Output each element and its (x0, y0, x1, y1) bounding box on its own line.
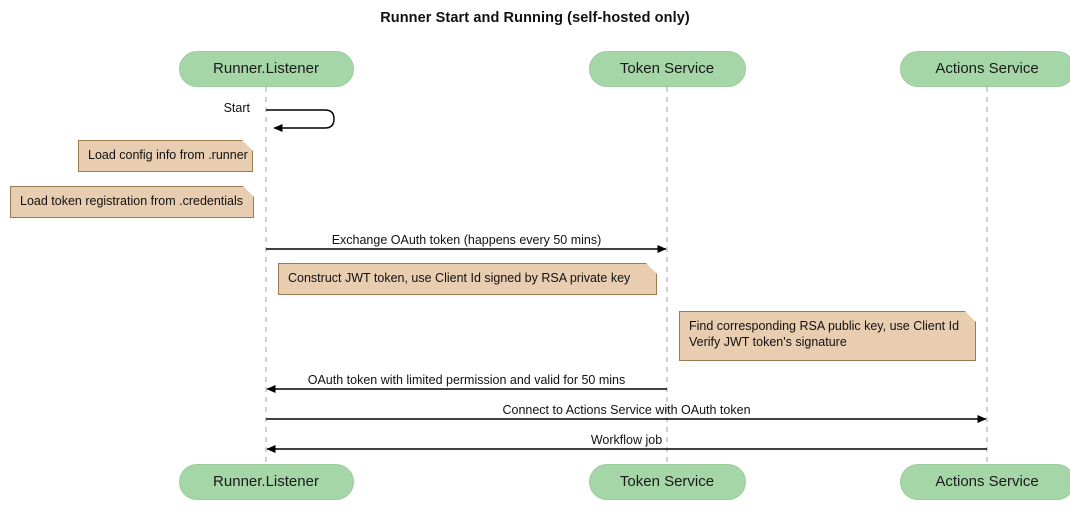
note-text: Construct JWT token, use Client Id signe… (288, 271, 631, 285)
participant-top-runner[interactable]: Runner.Listener (178, 51, 354, 87)
note-n2: Load token registration from .credential… (10, 186, 254, 218)
note-fold-edge-icon (964, 311, 976, 323)
note-fold-edge-icon (241, 140, 253, 152)
participant-bottom-token[interactable]: Token Service (588, 464, 746, 500)
diagram-title: Runner Start and Running (self-hosted on… (380, 10, 690, 26)
note-fold-edge-icon (645, 263, 657, 275)
note-text: Load config info from .runner (88, 148, 248, 162)
message-label-m3: OAuth token with limited permission and … (307, 373, 626, 387)
note-text: Load token registration from .credential… (20, 194, 244, 208)
message-label-m2: Exchange OAuth token (happens every 50 m… (331, 233, 602, 247)
participant-label: Token Service (619, 60, 715, 77)
message-label-m1: Start (223, 101, 250, 115)
participant-label: Runner.Listener (213, 473, 319, 490)
participant-label: Actions Service (935, 60, 1039, 77)
participant-bottom-runner[interactable]: Runner.Listener (178, 464, 354, 500)
participant-label: Runner.Listener (213, 60, 319, 77)
message-arrow-m1 (266, 109, 335, 132)
participant-bottom-actions[interactable]: Actions Service (899, 464, 1070, 500)
participant-label: Token Service (619, 473, 715, 490)
note-text: Find corresponding RSA public key, use C… (689, 319, 960, 349)
message-label-m5: Workflow job (590, 433, 663, 447)
message-label-m4: Connect to Actions Service with OAuth to… (502, 403, 751, 417)
participant-top-token[interactable]: Token Service (588, 51, 746, 87)
participant-top-actions[interactable]: Actions Service (899, 51, 1070, 87)
note-n3: Construct JWT token, use Client Id signe… (278, 263, 657, 295)
participant-label: Actions Service (935, 473, 1039, 490)
note-n4: Find corresponding RSA public key, use C… (679, 311, 976, 361)
note-n1: Load config info from .runner (78, 140, 253, 172)
note-fold-edge-icon (242, 186, 254, 198)
